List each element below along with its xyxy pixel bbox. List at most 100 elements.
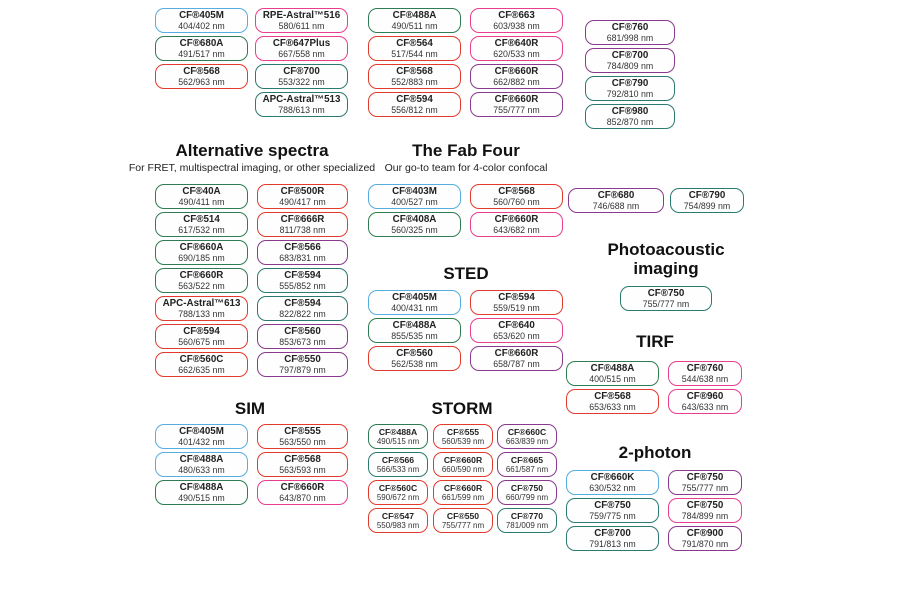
dye-wavelengths: 746/688 nm <box>592 201 640 212</box>
section-title-two-photon: 2-photon <box>618 443 692 462</box>
dye-name: CF®566 <box>381 454 415 465</box>
dye-wavelengths: 643/633 nm <box>681 402 729 413</box>
dye-wavelengths: 401/432 nm <box>178 437 225 448</box>
dye-wavelengths: 755/777 nm <box>642 299 690 310</box>
dye-name: CF®594 <box>284 297 321 309</box>
dye-name: CF®660R <box>280 481 325 493</box>
dye-name: CF®660C <box>507 426 547 437</box>
dye-wavelengths: 400/431 nm <box>391 303 438 314</box>
section-subtitle-fab-four: Our go-to team for 4-color confocal <box>384 162 548 174</box>
dye-wavelengths: 563/593 nm <box>279 465 326 476</box>
dye-name: CF®666R <box>280 213 325 225</box>
dye-name: CF®594 <box>183 325 220 337</box>
dye-wavelengths: 662/882 nm <box>493 77 540 88</box>
dye-name: CF®660R <box>494 65 539 77</box>
dye-name: CF®405M <box>179 9 224 21</box>
dye-name: CF®660R <box>494 213 539 225</box>
dye-wavelengths: 400/527 nm <box>391 197 438 208</box>
dye-wavelengths: 784/809 nm <box>606 61 654 72</box>
dye-name: CF®405M <box>392 291 437 303</box>
dye-name: CF®680A <box>179 37 224 49</box>
dye-wavelengths: 555/852 nm <box>279 281 326 292</box>
dye-name: CF®550 <box>446 510 480 521</box>
dye-wavelengths: 658/787 nm <box>493 359 540 370</box>
dye-wavelengths: 681/998 nm <box>606 33 654 44</box>
dye-wavelengths: 781/009 nm <box>505 520 549 530</box>
dye-wavelengths: 690/185 nm <box>178 253 225 264</box>
dye-wavelengths: 563/522 nm <box>178 281 225 292</box>
dye-wavelengths: 653/633 nm <box>589 402 636 413</box>
dye-wavelengths: 661/587 nm <box>505 464 549 474</box>
dye-name: CF®488A <box>179 481 224 493</box>
dye-wavelengths: 490/411 nm <box>178 197 225 208</box>
dye-name: CF®660R <box>443 454 483 465</box>
dye-wavelengths: 683/831 nm <box>279 253 326 264</box>
dye-name: CF®980 <box>611 105 649 117</box>
dye-wavelengths: 663/839 nm <box>505 436 549 446</box>
dye-wavelengths: 755/777 nm <box>441 520 485 530</box>
dye-name: CF®790 <box>611 77 649 89</box>
dye-wavelengths: 630/532 nm <box>589 483 636 494</box>
dye-wavelengths: 560/539 nm <box>441 436 485 446</box>
dye-wavelengths: 660/799 nm <box>505 492 549 502</box>
dye-wavelengths: 643/682 nm <box>493 225 540 236</box>
dye-wavelengths: 788/133 nm <box>178 309 225 320</box>
section-title-fab-four: The Fab Four <box>412 141 520 160</box>
dye-name: CF®566 <box>284 241 321 253</box>
dye-wavelengths: 784/899 nm <box>681 511 729 522</box>
dye-name: APC-Astral™513 <box>262 93 341 105</box>
section-title-sted: STED <box>443 264 489 283</box>
dye-name: CF®750 <box>510 482 544 493</box>
dye-wavelengths: 556/812 nm <box>391 105 438 116</box>
dye-name: CF®488A <box>392 319 437 331</box>
dye-name: CF®594 <box>396 93 433 105</box>
dye-name: CF®594 <box>498 291 535 303</box>
dye-name: CF®700 <box>283 65 320 77</box>
dye-wavelengths: 590/672 nm <box>376 492 420 502</box>
dye-wavelengths: 490/417 nm <box>279 197 326 208</box>
dye-wavelengths: 791/870 nm <box>681 539 729 550</box>
dye-wavelengths: 603/938 nm <box>493 21 540 32</box>
dye-name: CF®40A <box>182 185 221 197</box>
dye-name: CF®660A <box>179 241 224 253</box>
dye-name: CF®760 <box>611 21 649 33</box>
dye-wavelengths: 660/590 nm <box>441 464 485 474</box>
dye-wavelengths: 643/870 nm <box>279 493 326 504</box>
dye-name: CF®568 <box>396 65 433 77</box>
dye-wavelengths: 544/638 nm <box>681 374 729 385</box>
dye-wavelengths: 788/613 nm <box>278 105 325 116</box>
dye-wavelengths: 560/760 nm <box>493 197 540 208</box>
dye-wavelengths: 755/777 nm <box>493 105 540 116</box>
dye-name: CF®680 <box>597 189 635 201</box>
dye-name: APC-Astral™613 <box>162 297 241 309</box>
